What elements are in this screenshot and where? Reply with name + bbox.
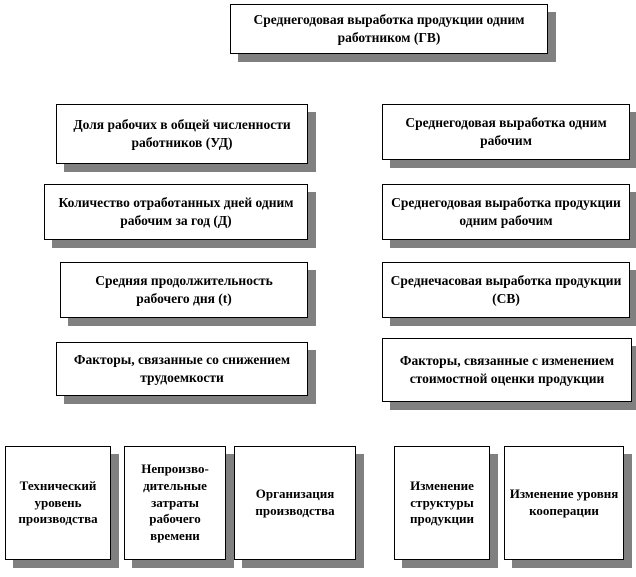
box-days-worked: Количество отработанных дней одним рабоч… <box>44 184 308 240</box>
box-technical-level: Технический уровень производства <box>5 446 111 560</box>
box-annual-output-per-laborer: Среднегодовая выработка одним рабочим <box>382 104 630 160</box>
box-production-organization: Организация производства <box>234 446 356 560</box>
box-cooperation-level-change: Изменение уровня кооперации <box>504 446 624 560</box>
box-labor-intensity-factors: Факторы, связанные со снижением трудоемк… <box>56 342 308 396</box>
box-total-annual-output: Среднегодовая выработка продукции одним … <box>230 4 548 54</box>
box-cost-valuation-factors: Факторы, связанные с изменением стоимост… <box>382 338 632 402</box>
box-annual-product-output-per-laborer: Среднегодовая выработка продукции одним … <box>382 184 630 240</box>
box-avg-working-day: Средняя продолжительность рабочего дня (… <box>60 262 308 318</box>
box-product-structure-change: Изменение структуры продукции <box>394 446 490 560</box>
box-unproductive-time: Непроизво-дительные затраты рабочего вре… <box>124 446 226 560</box>
box-share-of-workers: Доля рабочих в общей численности работни… <box>56 104 308 164</box>
box-hourly-output: Среднечасовая выработка продукции (СВ) <box>382 262 630 318</box>
